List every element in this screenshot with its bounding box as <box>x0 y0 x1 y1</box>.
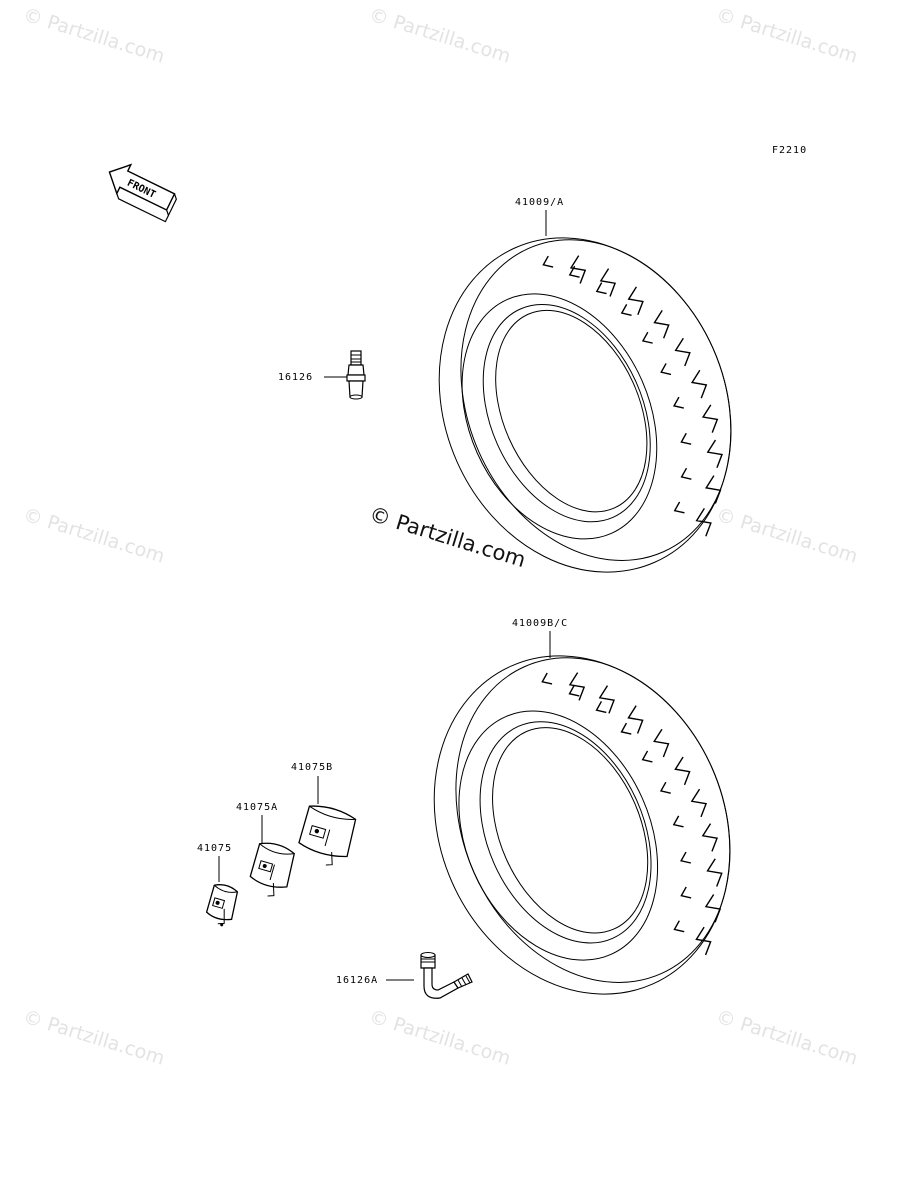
part-label-tire-front: 41009/A <box>515 197 564 208</box>
balance-weight-41075b: 41075B <box>291 762 357 866</box>
valve-straight: 16126 <box>278 350 366 400</box>
part-label-weight-2: 41075A <box>236 802 278 813</box>
watermark-text: © Partzilla.com <box>21 4 168 68</box>
part-label-valve-angled: 16126A <box>336 975 378 986</box>
front-arrow-icon: FRONT <box>108 163 177 223</box>
watermark-text: © Partzilla.com <box>714 504 861 568</box>
watermark-text: © Partzilla.com <box>367 1006 514 1070</box>
part-label-weight-1: 41075 <box>197 843 232 854</box>
watermark-text: © Partzilla.com <box>21 1006 168 1070</box>
watermark-text: © Partzilla.com <box>367 4 514 68</box>
part-label-weight-3: 41075B <box>291 762 333 773</box>
part-label-valve-straight: 16126 <box>278 372 313 383</box>
diagram-code: F2210 <box>772 145 807 156</box>
tire-front: 41009/A <box>438 197 732 573</box>
tire-rear: 41009B/C <box>433 618 731 995</box>
watermark-text: © Partzilla.com <box>714 4 861 68</box>
balance-weight-41075a: 41075A <box>236 802 295 897</box>
valve-angled: 16126A <box>336 952 473 999</box>
watermark-text: © Partzilla.com <box>21 504 168 568</box>
balance-weight-41075: 41075 <box>197 843 239 927</box>
part-label-tire-rear: 41009B/C <box>512 618 568 629</box>
center-watermark: © Partzilla.com <box>367 502 529 572</box>
watermark-text: © Partzilla.com <box>714 1006 861 1070</box>
